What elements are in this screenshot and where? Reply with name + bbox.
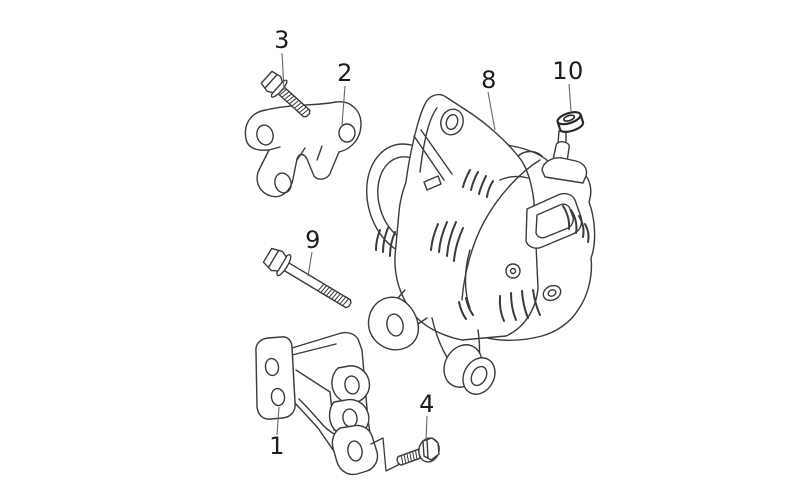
leader-line-3 xyxy=(281,52,285,91)
leader-line-8 xyxy=(487,91,496,131)
alternator-terminal-stud xyxy=(541,130,588,184)
leader-line-2 xyxy=(341,85,346,126)
alternator-rear-lug-bushing xyxy=(431,317,496,395)
leader-line-10 xyxy=(568,83,572,112)
callout-label-9: 9 xyxy=(305,226,321,254)
callout-label-3: 3 xyxy=(274,26,290,54)
leader-line-9 xyxy=(307,251,313,277)
callout-label-10: 10 xyxy=(552,57,584,85)
alternator-vent-slots xyxy=(375,169,590,322)
callout-label-1: 1 xyxy=(269,432,285,460)
callout-label-2: 2 xyxy=(337,59,353,87)
flange-bolt-3-drawing xyxy=(260,70,311,118)
leader-line-1 xyxy=(276,406,280,436)
leader-line-4 xyxy=(425,415,428,441)
alternator-drawing xyxy=(365,93,596,395)
callout-label-4: 4 xyxy=(419,390,435,418)
alternator-bosses xyxy=(505,263,562,302)
flange-bolt-9-drawing xyxy=(262,247,352,309)
alternator-front-housing xyxy=(394,93,543,341)
lower-bracket-drawing xyxy=(255,331,379,476)
alternator-connector-socket xyxy=(525,192,583,249)
break-line xyxy=(370,437,405,472)
flange-nut-drawing xyxy=(556,111,585,133)
alternator-front-lug xyxy=(367,289,428,351)
callout-label-8: 8 xyxy=(481,66,497,94)
flange-bolt-4-drawing xyxy=(396,437,440,466)
